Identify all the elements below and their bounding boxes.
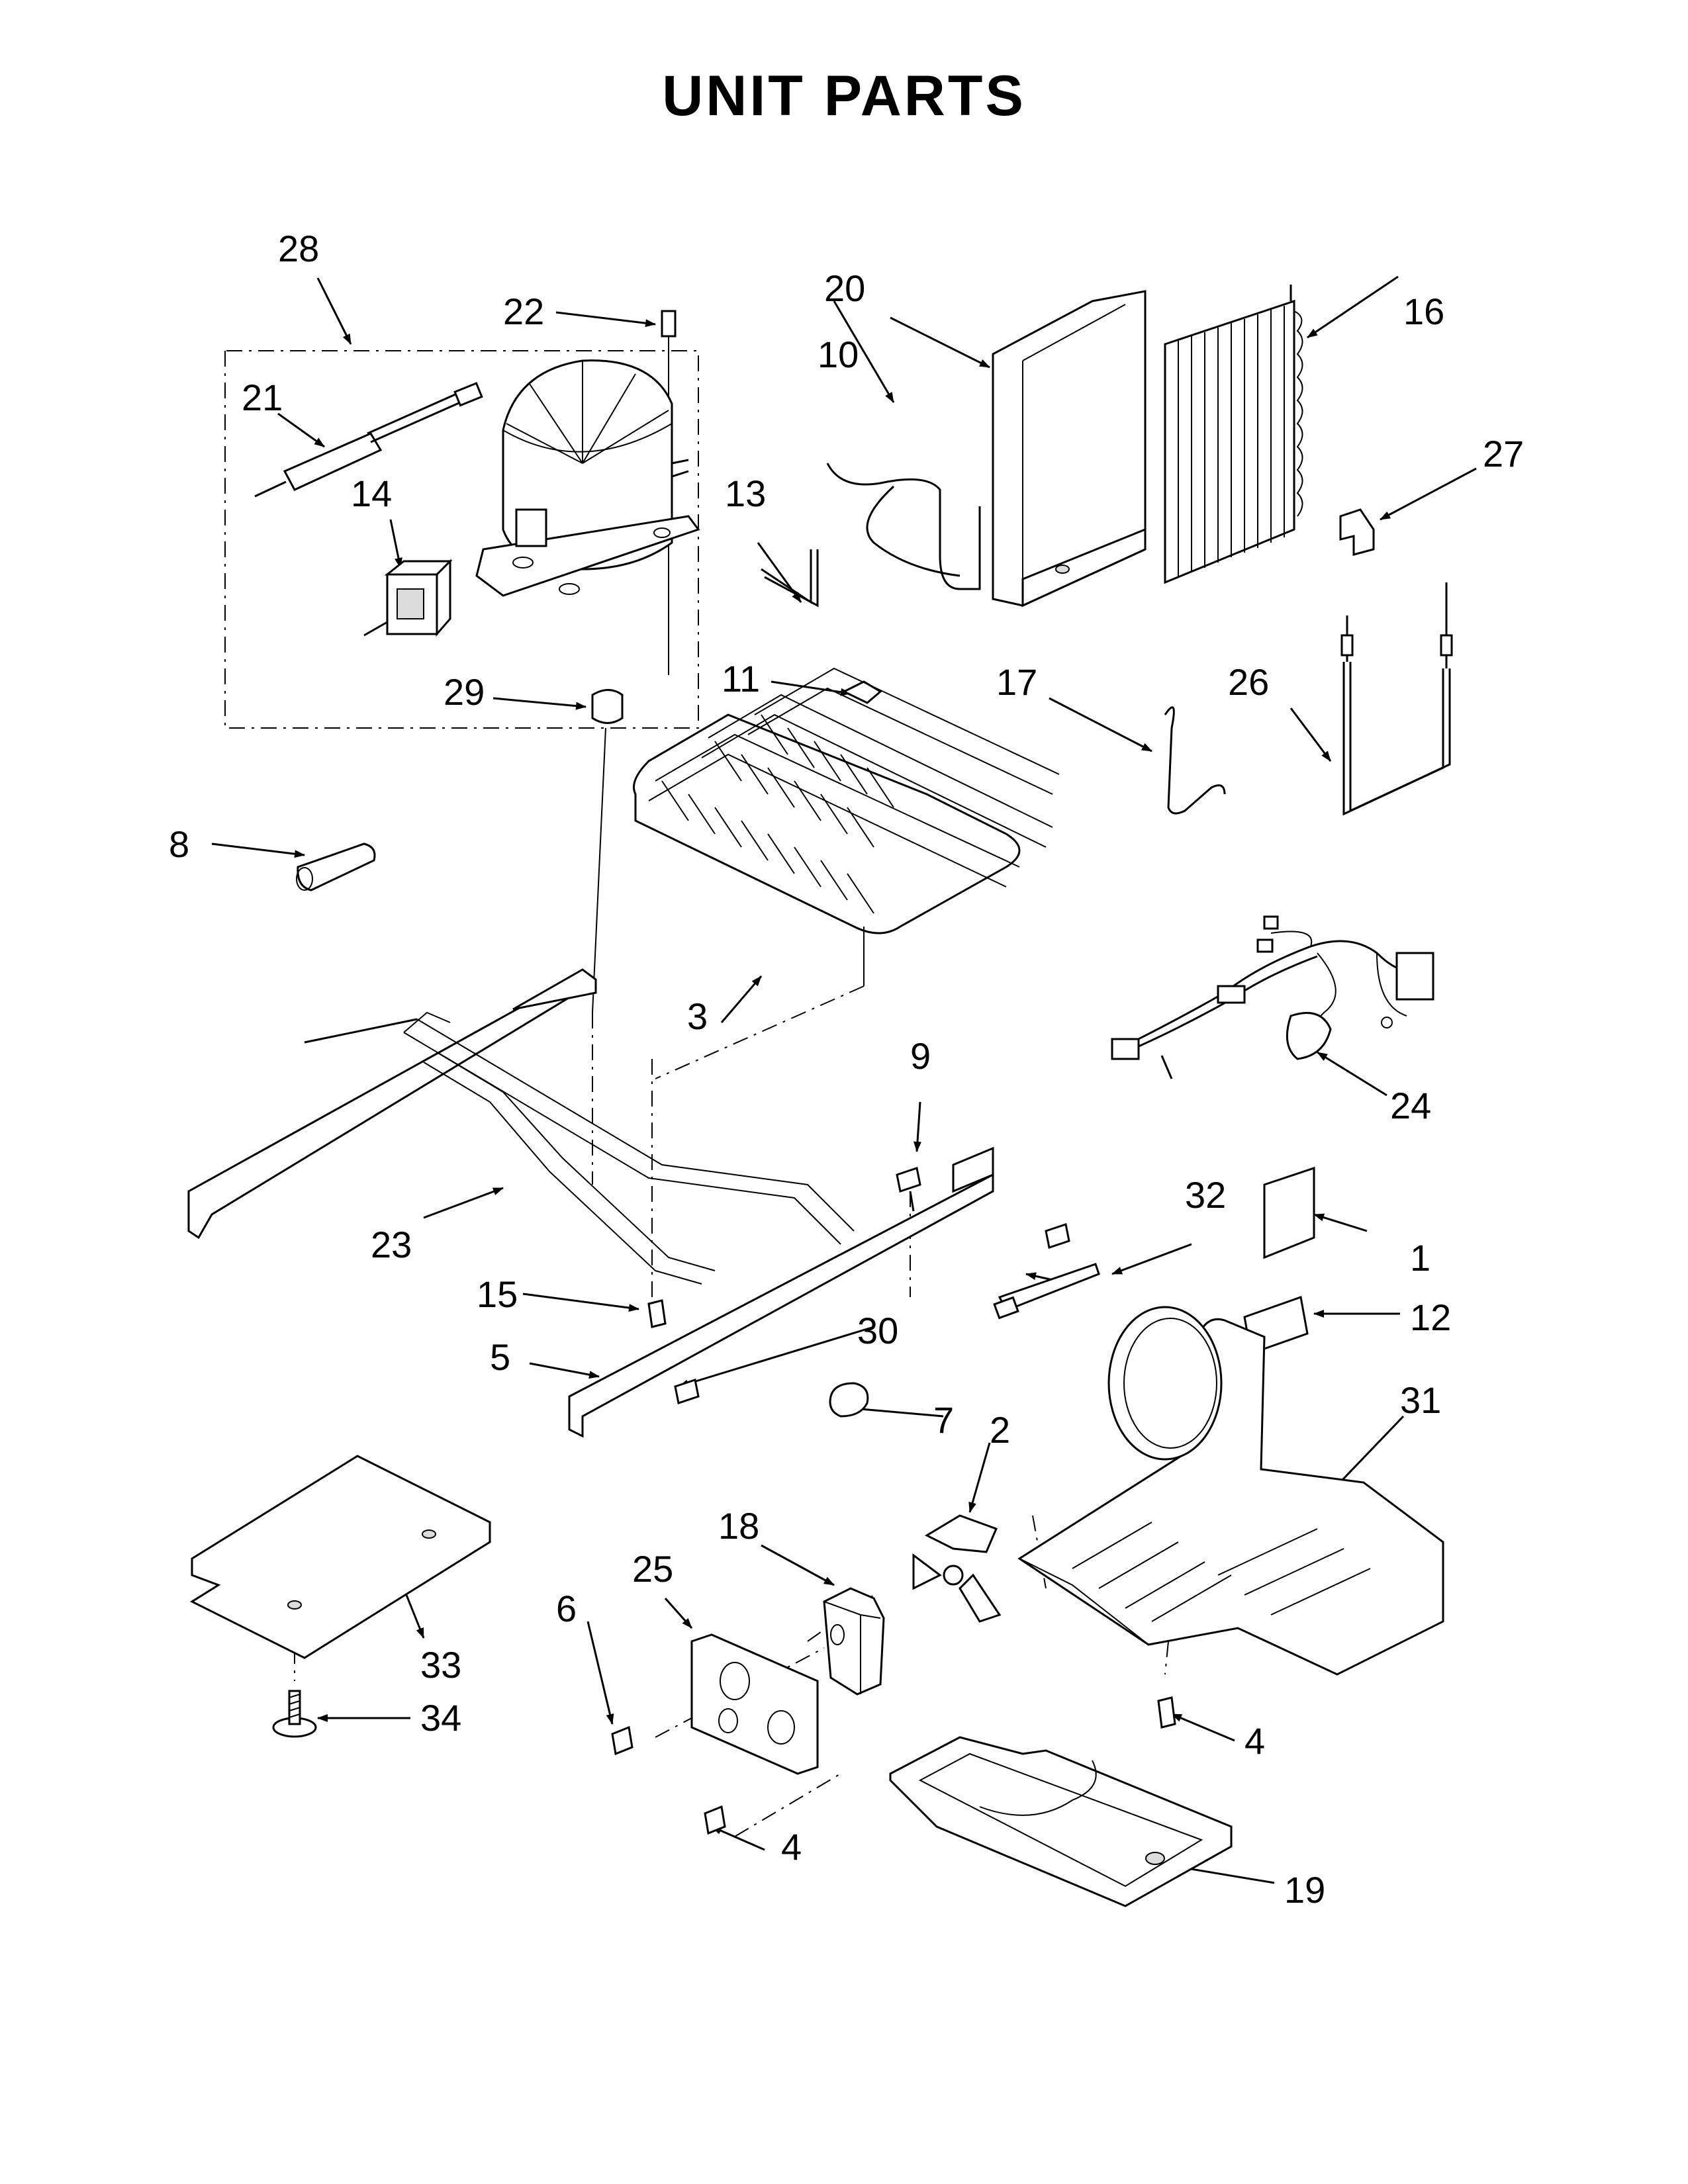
lower-screws-part (611, 1696, 1176, 1835)
callout-labels: 1 2 3 4 4 5 6 7 8 9 10 11 12 13 14 15 16… (169, 228, 1524, 1911)
callout-11: 11 (722, 658, 760, 700)
grommet-part (829, 1382, 869, 1418)
callout-8: 8 (169, 823, 189, 865)
clip-part (1339, 508, 1375, 556)
callout-23: 23 (371, 1224, 412, 1265)
condenser-coil-part (1164, 285, 1303, 584)
callout-7: 7 (933, 1399, 954, 1441)
filter-drier-part (254, 382, 483, 498)
page-title: UNIT PARTS (662, 64, 1026, 128)
frame-rails-part (187, 968, 855, 1285)
callout-32: 32 (1185, 1174, 1226, 1216)
condenser-shroud-part (992, 290, 1147, 608)
wire-17-part (1164, 706, 1226, 815)
callout-15: 15 (477, 1273, 518, 1315)
callout-5: 5 (490, 1336, 510, 1378)
callout-28: 28 (278, 228, 319, 269)
fan-bracket-part (1017, 1306, 1444, 1676)
fan-motor-part (823, 1587, 885, 1696)
wire-harness-part (1111, 915, 1434, 1079)
cover-plate-part (189, 1455, 491, 1659)
tube-8-part (296, 842, 376, 891)
start-relay-part (363, 559, 453, 637)
callout-33: 33 (420, 1644, 461, 1686)
drain-pan-part (889, 1736, 1233, 1907)
callout-19: 19 (1284, 1869, 1325, 1911)
callout-31: 31 (1400, 1379, 1441, 1421)
callout-21: 21 (242, 377, 283, 418)
callout-18: 18 (718, 1505, 759, 1547)
callout-10: 10 (818, 334, 859, 375)
callout-12: 12 (1410, 1297, 1451, 1338)
screws-part (647, 1167, 1070, 1404)
callout-9: 9 (910, 1035, 931, 1077)
callout-22: 22 (503, 291, 544, 332)
callout-1: 1 (1410, 1237, 1430, 1279)
callout-3: 3 (687, 995, 708, 1037)
callout-16: 16 (1403, 291, 1444, 332)
callout-4b: 4 (781, 1826, 802, 1868)
evaporator-coil-part (633, 667, 1060, 934)
callout-6: 6 (556, 1588, 577, 1629)
tube-part (826, 463, 981, 590)
callout-14: 14 (351, 473, 392, 514)
callout-25: 25 (632, 1548, 673, 1590)
compressor-part (475, 310, 700, 724)
callout-20: 20 (824, 267, 865, 309)
clip-11-part (841, 680, 882, 704)
callout-13: 13 (725, 473, 766, 514)
callout-17: 17 (996, 661, 1037, 703)
callout-2: 2 (990, 1409, 1010, 1451)
motor-bracket-part (690, 1633, 819, 1775)
callout-30: 30 (857, 1310, 898, 1351)
callout-34: 34 (420, 1697, 461, 1739)
cable-tie-part (993, 1263, 1100, 1320)
label-part (1243, 1166, 1315, 1355)
callout-29: 29 (444, 671, 485, 713)
callout-24: 24 (1390, 1085, 1431, 1126)
callout-4a: 4 (1244, 1720, 1265, 1762)
callout-27: 27 (1483, 433, 1524, 475)
tube-13-part (761, 549, 819, 608)
leveling-leg-part (272, 1690, 317, 1738)
callout-26: 26 (1228, 661, 1269, 703)
fan-blade-part (912, 1514, 1002, 1623)
tube-26-part (1340, 582, 1453, 816)
bracket-5-part (568, 1146, 994, 1438)
